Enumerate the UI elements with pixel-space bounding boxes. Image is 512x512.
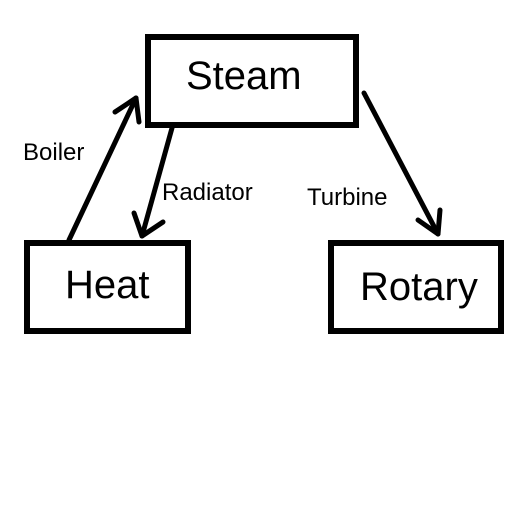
node-steam-label: Steam [186,54,302,98]
node-rotary-label: Rotary [360,265,478,309]
edge-radiator-line [139,125,175,239]
edge-turbine-arrowhead [415,207,443,237]
edge-turbine: Turbine [307,90,443,237]
edge-turbine-line [361,90,441,237]
node-heat-box [24,240,191,334]
node-rotary-box [328,240,504,334]
edge-turbine-label: Turbine [307,184,387,211]
node-steam: Steam [145,34,359,128]
edge-boiler: Boiler [23,95,142,243]
node-steam-box [145,34,359,128]
node-heat-label: Heat [65,263,150,307]
edge-boiler-arrowhead [112,95,142,125]
edge-boiler-label: Boiler [23,139,84,166]
edge-boiler-line [66,95,139,243]
edge-radiator-label: Radiator [162,179,253,206]
edge-radiator-arrowhead [131,210,166,239]
node-rotary: Rotary [328,240,504,334]
edge-radiator: Radiator [131,125,253,239]
node-heat: Heat [24,240,191,334]
